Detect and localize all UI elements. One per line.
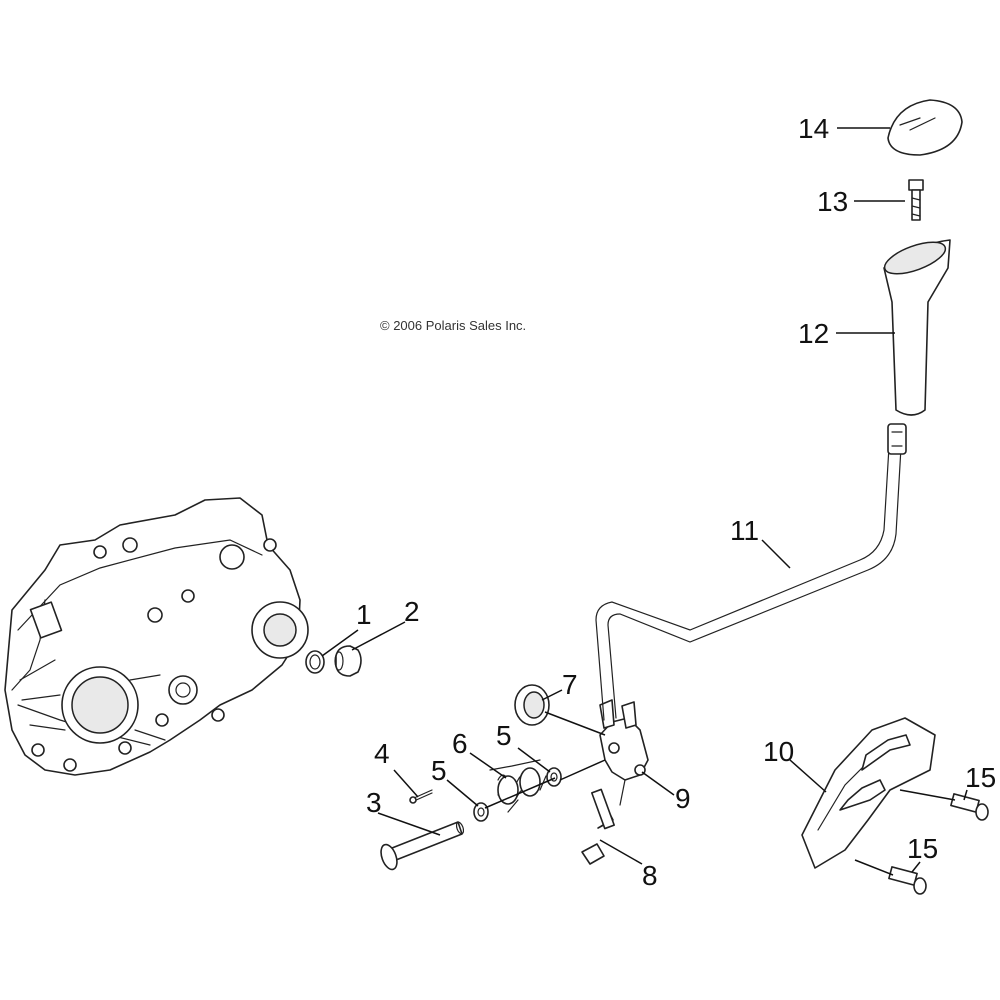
callout-4: 4 (374, 738, 390, 769)
callout-8: 8 (642, 860, 658, 891)
leader-lines (321, 127, 968, 873)
part-5-washer-b (546, 767, 562, 787)
part-2-plug (334, 645, 362, 677)
callout-1: 1 (356, 599, 372, 630)
part-15-bolt-b (888, 866, 927, 895)
part-12-shift-knob (883, 239, 951, 416)
part-11-shift-lever (595, 423, 907, 721)
part-14-emblem (887, 99, 963, 156)
assembly-lines (484, 711, 956, 876)
callout-15b: 15 (907, 833, 938, 864)
callout-13: 13 (817, 186, 848, 217)
part-7-bushing (514, 684, 550, 726)
part-5-washer-a (473, 802, 489, 822)
part-8-bolt (581, 788, 615, 865)
callout-5b: 5 (496, 720, 512, 751)
callout-labels: 1 2 3 4 5 5 6 7 8 9 10 11 12 13 14 15 15 (356, 113, 996, 891)
part-3-pin (380, 821, 465, 871)
callout-9: 9 (675, 783, 691, 814)
part-9-shift-arm (599, 699, 649, 806)
callout-12: 12 (798, 318, 829, 349)
callout-2: 2 (404, 596, 420, 627)
callout-5a: 5 (431, 755, 447, 786)
callout-3: 3 (366, 787, 382, 818)
callout-7: 7 (562, 669, 578, 700)
callout-14: 14 (798, 113, 829, 144)
gearcase-cover (4, 497, 309, 776)
callout-6: 6 (452, 728, 468, 759)
part-6-spring (489, 759, 547, 813)
part-4-cotter-pin (409, 789, 433, 804)
callout-15a: 15 (965, 762, 996, 793)
callout-11: 11 (730, 515, 759, 546)
copyright-text: © 2006 Polaris Sales Inc. (380, 318, 526, 333)
callout-10: 10 (763, 736, 794, 767)
part-15-bolt-a (950, 793, 989, 821)
part-1-oring (305, 650, 325, 674)
part-10-shift-gate (801, 717, 936, 869)
part-13-bolt (908, 179, 924, 221)
